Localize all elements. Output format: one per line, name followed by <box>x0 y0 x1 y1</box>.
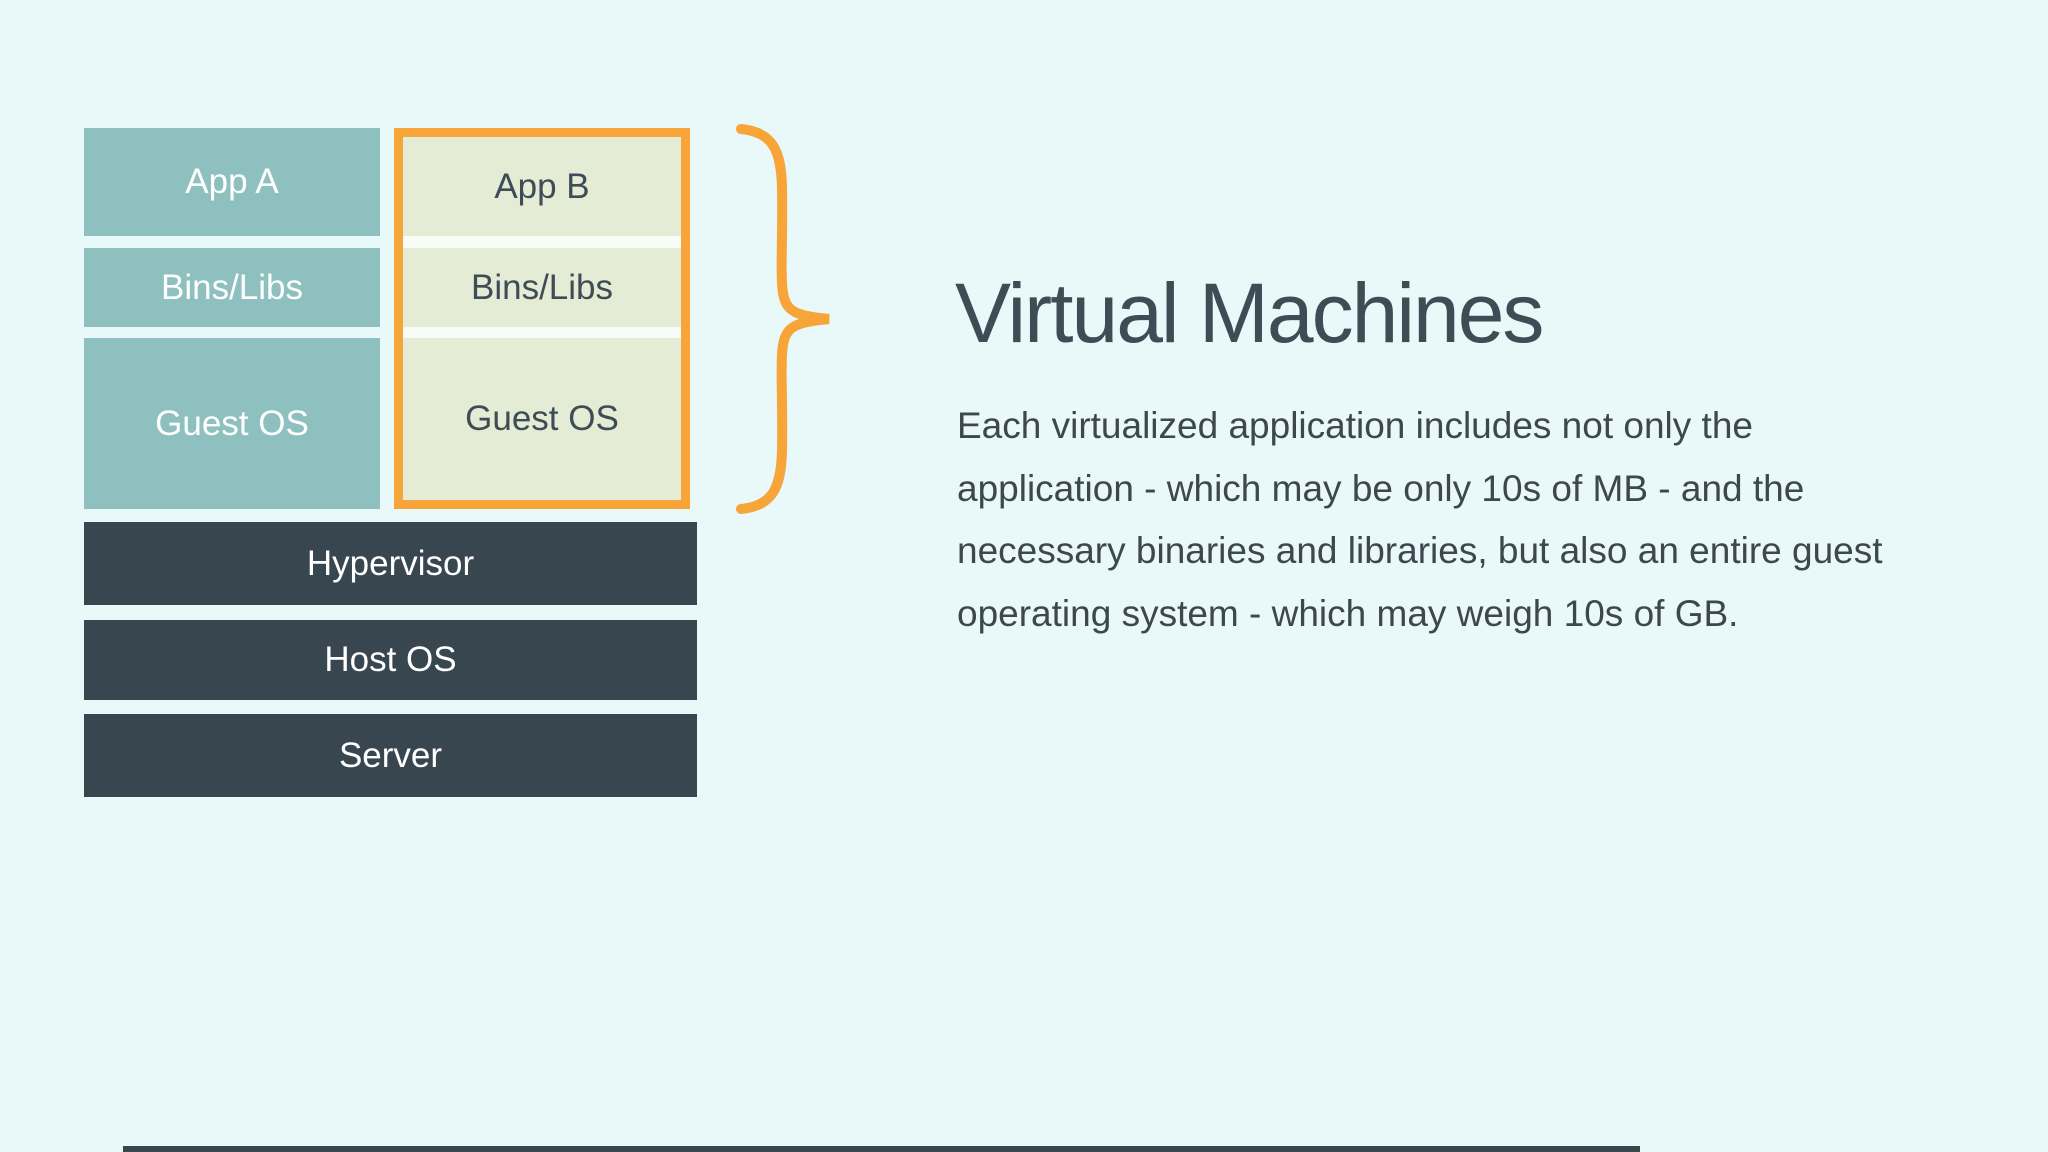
bins-libs-left-label: Bins/Libs <box>160 267 304 307</box>
guest-os-left-box: Guest OS <box>84 338 380 509</box>
description-line: Each virtualized application includes no… <box>957 405 1753 446</box>
vm-stack-diagram: App A Bins/Libs Guest OS App B Bins/Libs… <box>0 0 900 860</box>
vm-highlight-box: App B Bins/Libs Guest OS <box>394 128 690 509</box>
description-line: operating system - which may weigh 10s o… <box>957 592 1739 634</box>
section-title: Virtual Machines <box>955 266 1544 360</box>
app-b-box: App B <box>403 137 681 236</box>
guest-os-right-label: Guest OS <box>465 399 619 438</box>
bottom-partial-bar <box>123 1146 1640 1152</box>
curly-brace-icon <box>733 123 837 515</box>
guest-os-left-label: Guest OS <box>155 403 309 443</box>
server-bar: Server <box>84 714 697 797</box>
guest-os-right-box: Guest OS <box>403 338 681 500</box>
hypervisor-bar: Hypervisor <box>84 522 697 605</box>
bins-libs-right-box: Bins/Libs <box>403 248 681 327</box>
app-a-label: App A <box>185 162 279 201</box>
bins-libs-right-label: Bins/Libs <box>470 267 614 307</box>
hypervisor-label: Hypervisor <box>306 543 475 583</box>
bins-libs-left-box: Bins/Libs <box>84 248 380 327</box>
host-os-bar: Host OS <box>84 620 697 700</box>
section-description: Each virtualized application includes no… <box>957 395 1883 645</box>
description-line: application - which may be only 10s of M… <box>957 467 1805 509</box>
description-line: necessary binaries and libraries, but al… <box>957 530 1883 571</box>
server-label: Server <box>338 735 443 775</box>
app-a-box: App A <box>84 128 380 236</box>
app-b-label: App B <box>494 166 590 206</box>
host-os-label: Host OS <box>324 640 457 679</box>
